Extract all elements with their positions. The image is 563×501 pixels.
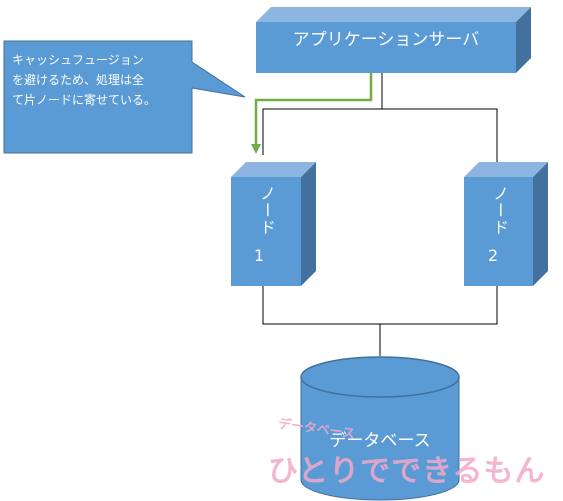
arrowhead-icon	[251, 144, 261, 154]
connector-lines	[262, 73, 498, 356]
nodes-to-database-connector	[262, 285, 498, 325]
green-arrow	[251, 73, 373, 154]
node-2-label: ノード	[490, 185, 509, 236]
application-server-box	[256, 7, 531, 73]
callout-text: キャッシュフュージョン を避けるため、処理は全 て片ノードに寄せている。	[12, 50, 192, 110]
server-to-nodes-connector	[262, 73, 383, 155]
callout-bubble	[3, 40, 246, 154]
database-label: データベース	[329, 431, 431, 451]
application-server-label: アプリケーションサーバ	[292, 30, 480, 50]
node-2-number: 2	[488, 246, 499, 265]
watermark-large: ひとりでできるもん	[268, 454, 546, 489]
server-to-node2-connector	[382, 108, 498, 173]
node-1-box	[231, 162, 316, 286]
callout-line-1: キャッシュフュージョン	[12, 53, 144, 67]
node-2-box	[464, 162, 548, 286]
callout-line-2: を避けるため、処理は全	[12, 73, 145, 87]
database-cylinder	[300, 356, 460, 501]
node-1-number: 1	[254, 246, 265, 265]
callout-line-3: て片ノードに寄せている。	[12, 93, 157, 107]
node-1-label: ノード	[257, 185, 276, 236]
